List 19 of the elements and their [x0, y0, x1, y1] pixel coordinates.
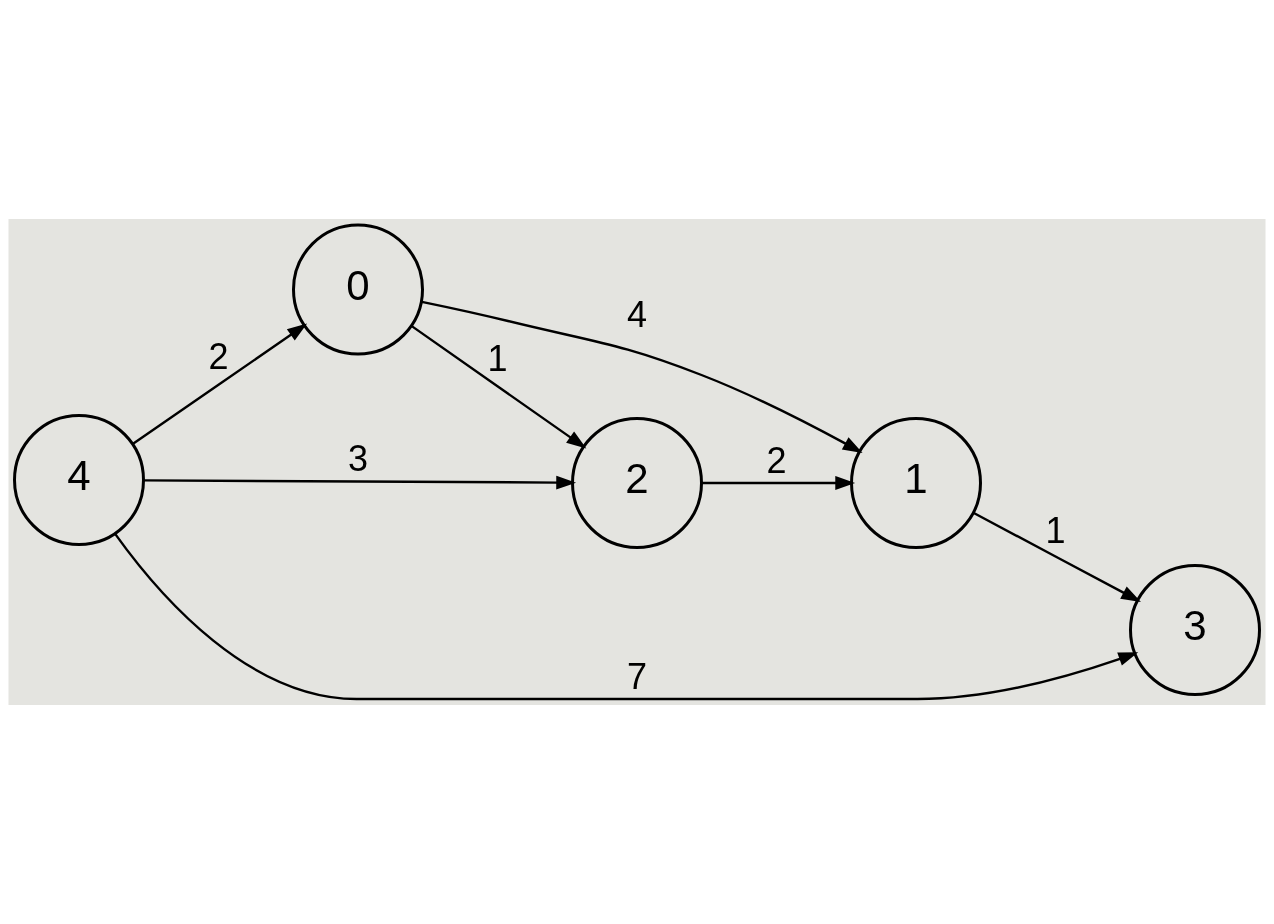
arrow [410, 324, 587, 449]
node-circle: 3 [1129, 564, 1261, 696]
node-circle: 2 [571, 417, 703, 549]
edge-label: 2 [208, 336, 229, 378]
arrow [701, 476, 856, 490]
edge-label: 7 [626, 655, 648, 697]
edge-label: 1 [487, 337, 508, 379]
node-circle: 0 [292, 223, 424, 356]
arrow [143, 475, 577, 490]
arrow [114, 532, 1139, 701]
edge-label: 3 [347, 438, 369, 480]
arrow [421, 300, 863, 453]
node-circle: 1 [850, 417, 982, 549]
arrow [972, 511, 1141, 602]
node-circle: 4 [13, 414, 145, 546]
edge-label: 1 [1045, 510, 1066, 552]
arrow [132, 323, 308, 445]
edge-label: 4 [626, 294, 648, 336]
edge-label: 2 [766, 439, 787, 481]
